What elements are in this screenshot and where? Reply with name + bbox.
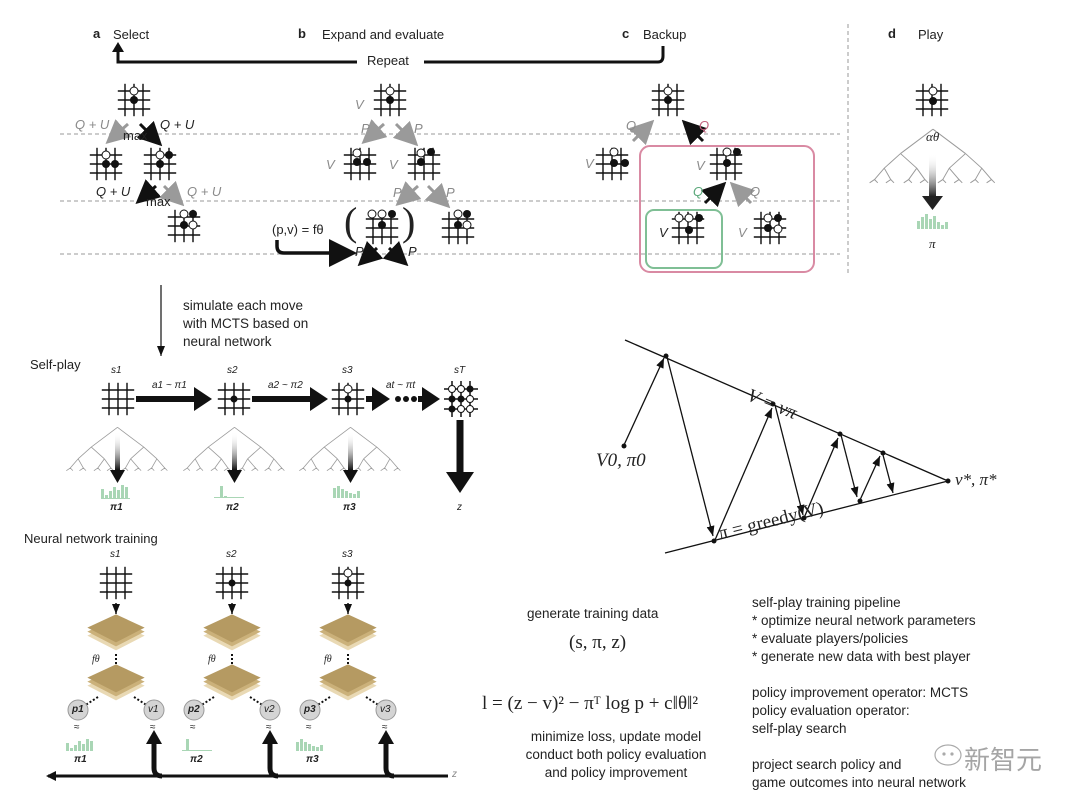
z-label: z: [452, 769, 457, 780]
policy-label: π1: [74, 754, 87, 765]
play-tree: [869, 83, 996, 229]
network-function-label: (p,v) = fθ: [272, 222, 324, 237]
p-label: P: [361, 121, 370, 136]
approx-sign: ≈: [382, 722, 388, 733]
pipeline-notes: self-play training pipeline * optimize n…: [752, 595, 976, 790]
approx-sign: ≈: [190, 722, 196, 733]
state-label: s2: [227, 365, 238, 376]
policy-iteration-points: [621, 353, 951, 544]
approx-sign: ≈: [74, 722, 80, 733]
approx-sign: ≈: [266, 722, 272, 733]
panel-a-letter: a: [93, 26, 101, 41]
action-label: at ~ πt: [386, 380, 416, 391]
loss-formula: l = (z − v)² − πᵀ log p + c‖θ‖²: [482, 693, 699, 714]
q-label: Q: [750, 184, 761, 199]
v-node: v3: [380, 704, 391, 715]
qu-label: Q + U: [187, 184, 222, 199]
v-label: V: [738, 225, 747, 240]
p-node: p2: [188, 704, 200, 715]
p-label: P: [393, 185, 402, 200]
state-label: s1: [110, 549, 121, 560]
start-label: V0, π0: [596, 450, 646, 471]
end-label: v*, π*: [955, 470, 997, 489]
state-label: sT: [454, 365, 466, 376]
approx-sign: ≈: [150, 722, 156, 733]
paren-left: (: [344, 199, 358, 244]
f-theta-label: fθ: [92, 654, 100, 665]
nn-training-row: [46, 566, 448, 781]
paren-right: ): [402, 199, 416, 244]
training-data-heading: generate training data: [527, 606, 659, 621]
q-label-green: Q: [693, 184, 704, 199]
q-label: Q: [626, 118, 637, 133]
v-node: v1: [148, 704, 159, 715]
level-separators: [60, 133, 840, 255]
v-label: V: [326, 157, 335, 172]
backup-tree: [595, 83, 815, 273]
repeat-label: Repeat: [367, 53, 409, 68]
v-label: V: [696, 158, 705, 173]
p-label: P: [408, 244, 417, 259]
v-node: v2: [264, 704, 275, 715]
p-node: p3: [304, 704, 316, 715]
p-node: p1: [72, 704, 84, 715]
policy-label: π3: [306, 754, 319, 765]
max-label: max: [123, 128, 148, 143]
f-theta-label: fθ: [324, 654, 332, 665]
simulate-caption: simulate each move with MCTS based on ne…: [183, 298, 309, 349]
p-label: P: [355, 244, 364, 259]
policy-label: π2: [190, 754, 203, 765]
panel-b-letter: b: [298, 26, 306, 41]
panel-d-title: Play: [918, 27, 944, 42]
policy-iteration-diagram: [623, 339, 949, 554]
state-label: s3: [342, 549, 353, 560]
panel-b-title: Expand and evaluate: [322, 27, 445, 42]
nn-training-title: Neural network training: [24, 531, 158, 546]
policy-label: π2: [226, 502, 239, 513]
qu-label: Q + U: [75, 117, 110, 132]
v-label: V: [585, 156, 594, 171]
loss-caption: minimize loss, update model conduct both…: [525, 729, 707, 780]
v-label: V: [389, 157, 398, 172]
watermark-text: 新智元: [964, 745, 1043, 775]
qu-label: Q + U: [160, 117, 195, 132]
panel-c-title: Backup: [643, 27, 687, 42]
state-label: s3: [342, 365, 353, 376]
action-label: a1 ~ π1: [152, 380, 187, 391]
play-policy-bars: [917, 214, 948, 229]
policy-label: π3: [343, 502, 356, 513]
v-label: V: [355, 97, 364, 112]
selfplay-title: Self-play: [30, 357, 81, 372]
pi-label: π: [929, 236, 936, 251]
backup-green-box: [645, 209, 723, 269]
p-label: P: [414, 121, 423, 136]
state-label: s1: [111, 365, 122, 376]
v-label: V: [659, 225, 668, 240]
outcome-label: z: [457, 502, 462, 513]
backup-pink-box: [639, 145, 815, 273]
expand-tree: [275, 83, 475, 267]
alpha-theta-label: αθ: [926, 129, 940, 144]
qu-label: Q + U: [96, 184, 131, 199]
repeat-arrow: [112, 42, 665, 64]
state-label: s2: [226, 549, 237, 560]
watermark-logo: [934, 744, 962, 766]
q-label-pink: Q: [699, 118, 710, 133]
approx-sign: ≈: [306, 722, 312, 733]
panel-c-letter: c: [622, 26, 630, 41]
select-tree: [89, 83, 201, 243]
panel-d-letter: d: [888, 26, 896, 41]
selfplay-row: [65, 381, 478, 499]
action-label: a2 ~ π2: [268, 380, 303, 391]
p-label: P: [446, 185, 455, 200]
policy-label: π1: [110, 502, 123, 513]
max-label: max: [146, 194, 171, 209]
f-theta-label: fθ: [208, 654, 216, 665]
training-tuple: (s, π, z): [569, 632, 627, 653]
panel-a-title: Select: [113, 27, 150, 42]
